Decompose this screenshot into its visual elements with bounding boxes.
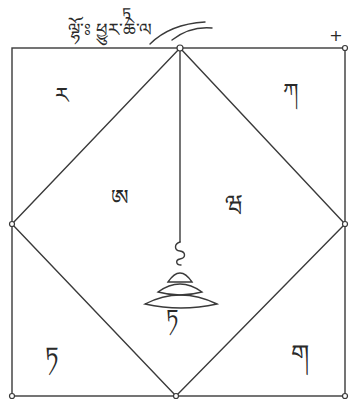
letter-label: ཏ bbox=[45, 343, 59, 369]
letter-label: ར bbox=[55, 84, 69, 108]
letter-label: ཝ bbox=[225, 191, 243, 217]
corner-dot bbox=[343, 394, 348, 399]
corner-dot bbox=[10, 222, 15, 227]
corner-dot bbox=[174, 394, 179, 399]
letter-label: ཏ bbox=[166, 306, 179, 330]
corner-dot bbox=[343, 46, 348, 51]
corner-dot bbox=[177, 45, 183, 51]
letter-label: ཨ bbox=[111, 186, 129, 210]
letter-label: + bbox=[329, 27, 342, 45]
stupa-middle bbox=[158, 284, 202, 295]
center-line bbox=[179, 50, 180, 242]
letter-label: ག bbox=[291, 340, 309, 369]
corner-dot bbox=[343, 222, 348, 227]
corner-dot bbox=[10, 394, 15, 399]
stupa-top bbox=[168, 273, 192, 282]
center-squiggle bbox=[176, 242, 185, 265]
scribble-mark bbox=[150, 22, 212, 44]
stupa-base bbox=[145, 295, 217, 308]
letter-label: ཀ bbox=[283, 80, 298, 104]
outer-square bbox=[12, 48, 345, 396]
inner-diamond bbox=[12, 48, 345, 396]
heading-text: ལྷོ་ཿ ཕྱུར་ཆེ་ལ bbox=[68, 20, 153, 40]
